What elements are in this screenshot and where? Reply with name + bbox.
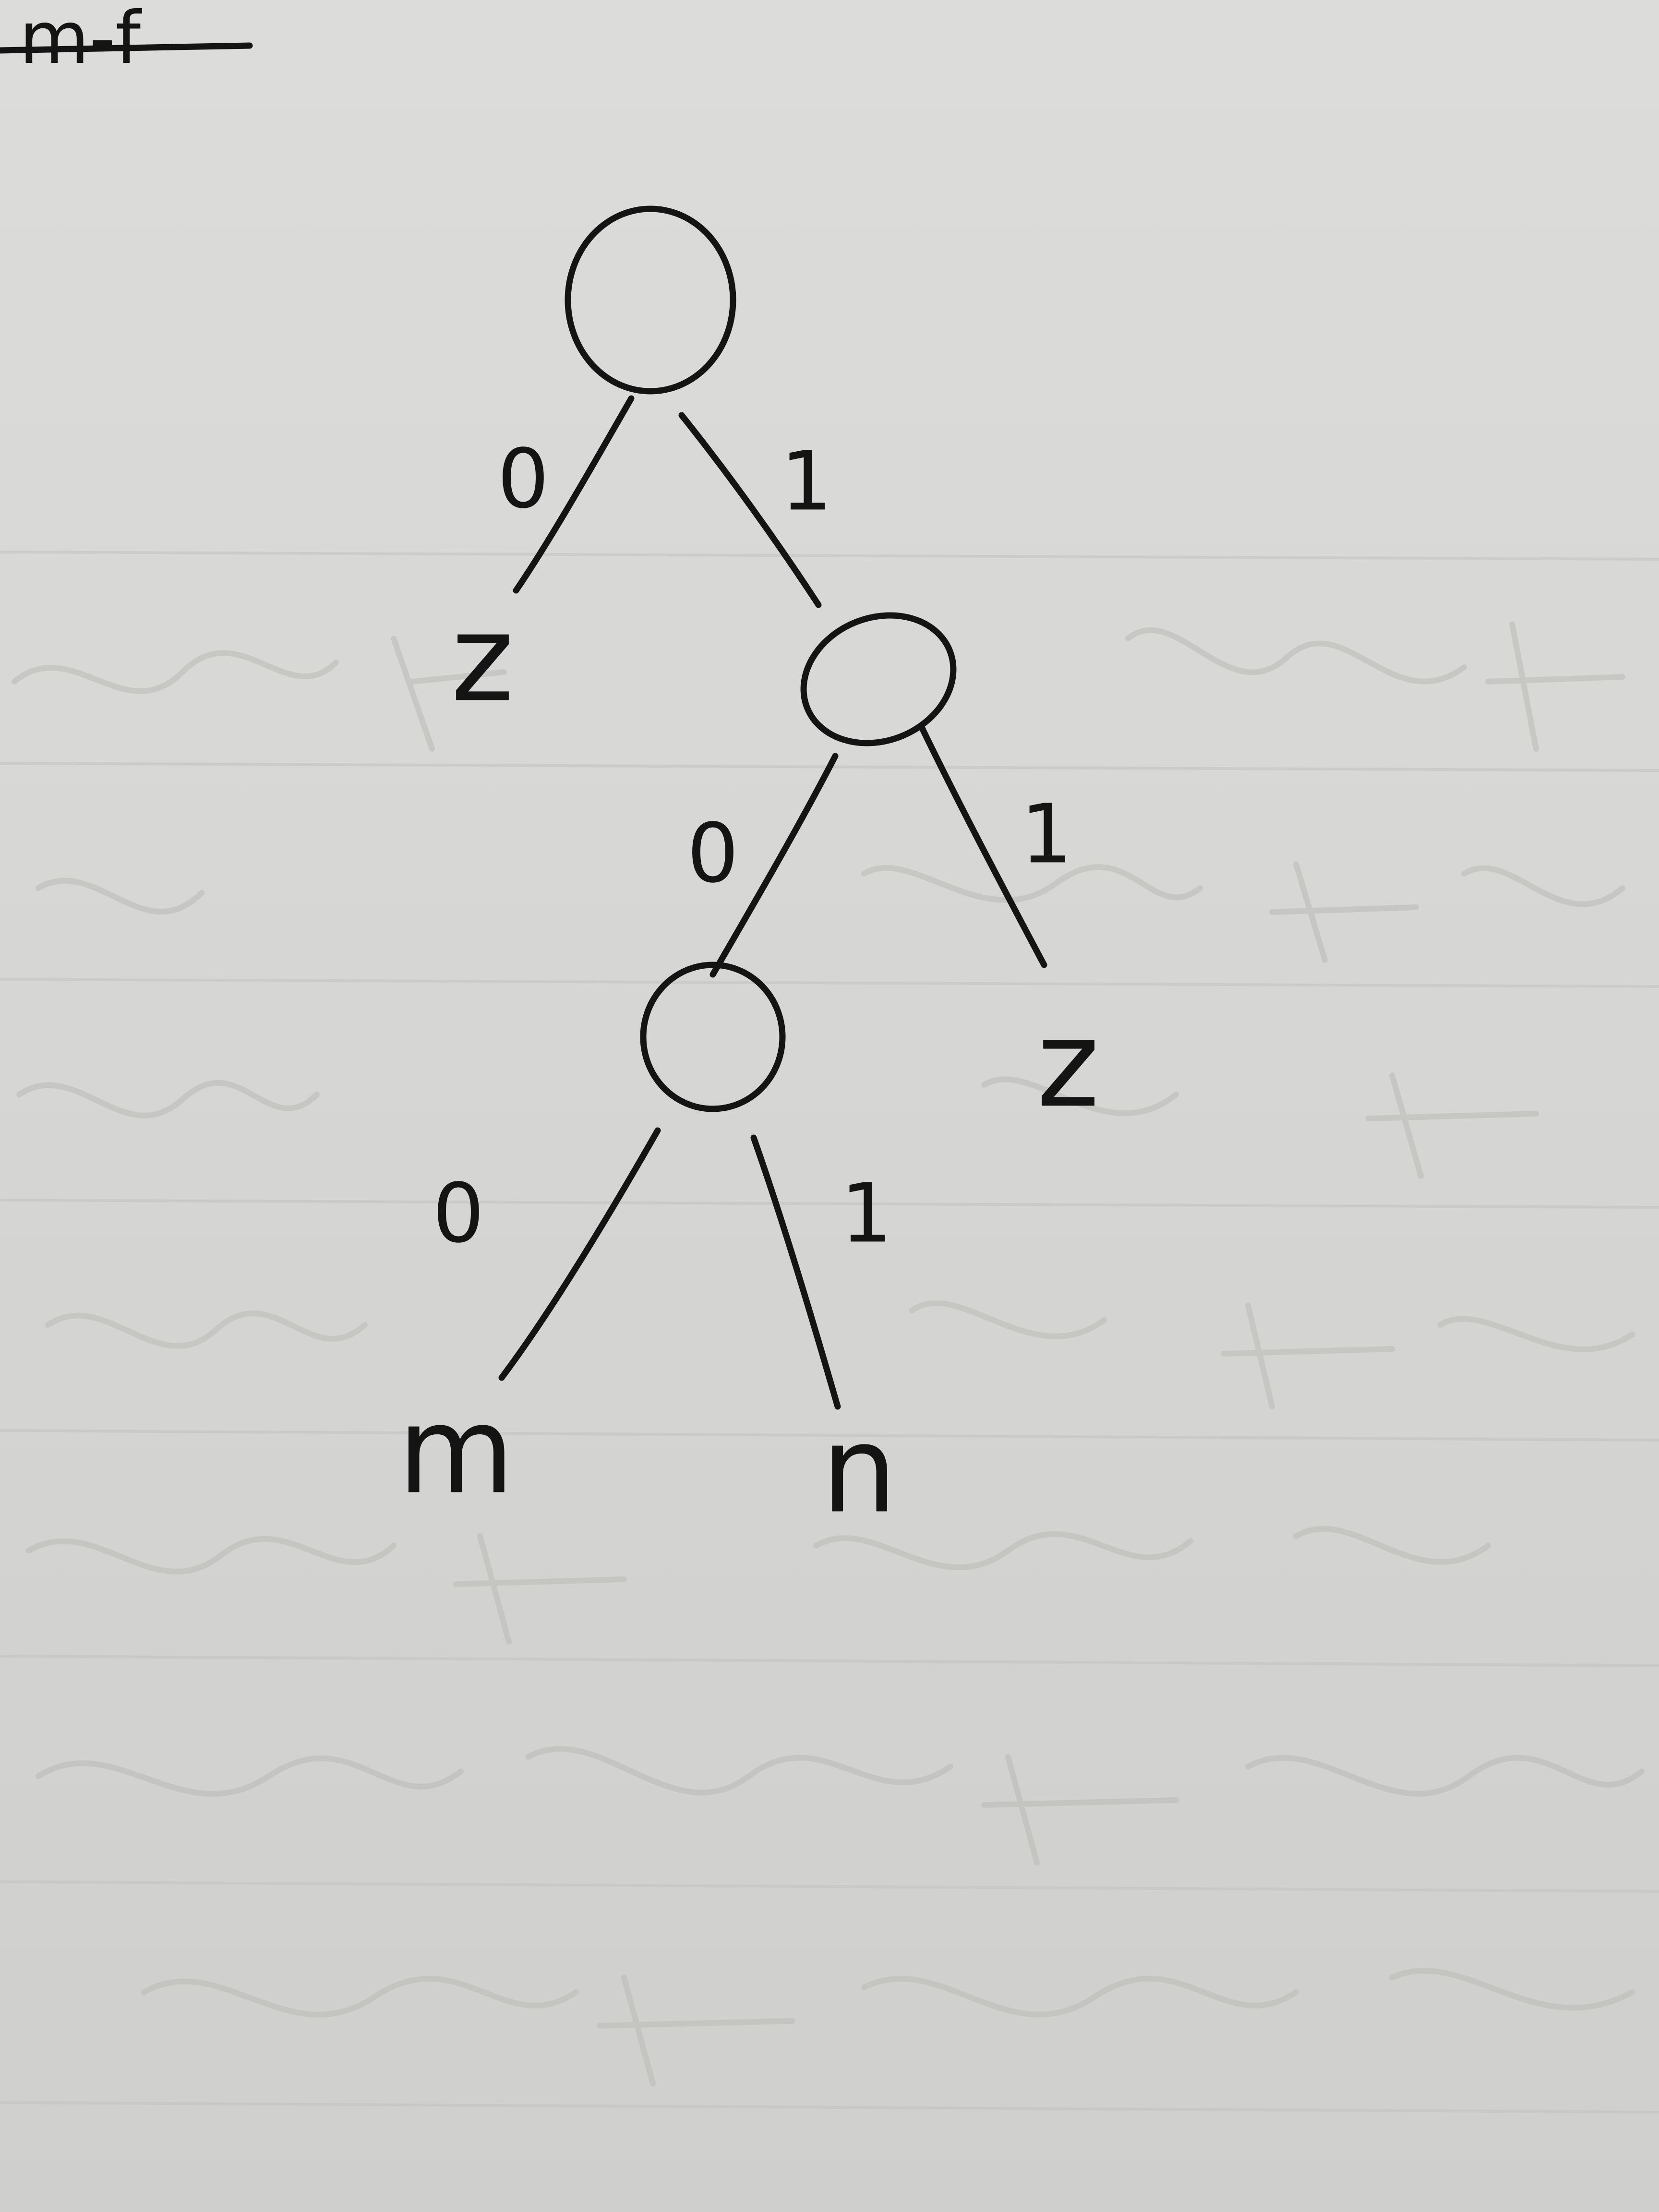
edge-node1-left (709, 753, 839, 978)
leaf-label-n: n (821, 1400, 897, 1539)
edge-root-right (678, 412, 822, 608)
internal-node-10 (640, 962, 786, 1112)
root-node (565, 205, 736, 395)
edge-label-node10-left: 0 (433, 1166, 484, 1261)
corner-note: m-f (0, 0, 253, 80)
edge-label-node1-right: 1 (1021, 787, 1072, 882)
edge-node1-right (918, 724, 1047, 968)
edge-label-root-right: 1 (781, 434, 832, 529)
leaf-label-m: m (397, 1381, 515, 1520)
ruled-lines (0, 551, 1659, 2114)
internal-node-1 (800, 612, 957, 746)
bleed-through-texture (12, 621, 1645, 2086)
edge-root-left (513, 395, 635, 594)
edge-label-node1-left: 0 (687, 806, 739, 901)
leaf-label-z-right: z (1036, 994, 1099, 1134)
edge-label-node10-right: 1 (841, 1166, 892, 1261)
leaf-label-z-left: z (451, 589, 514, 728)
edge-node10-right (750, 1134, 841, 1410)
strike-through-line (0, 42, 253, 54)
edge-label-root-left: 0 (497, 432, 549, 527)
edge-node10-left (498, 1127, 661, 1381)
corner-note-text: m-f (19, 0, 142, 80)
